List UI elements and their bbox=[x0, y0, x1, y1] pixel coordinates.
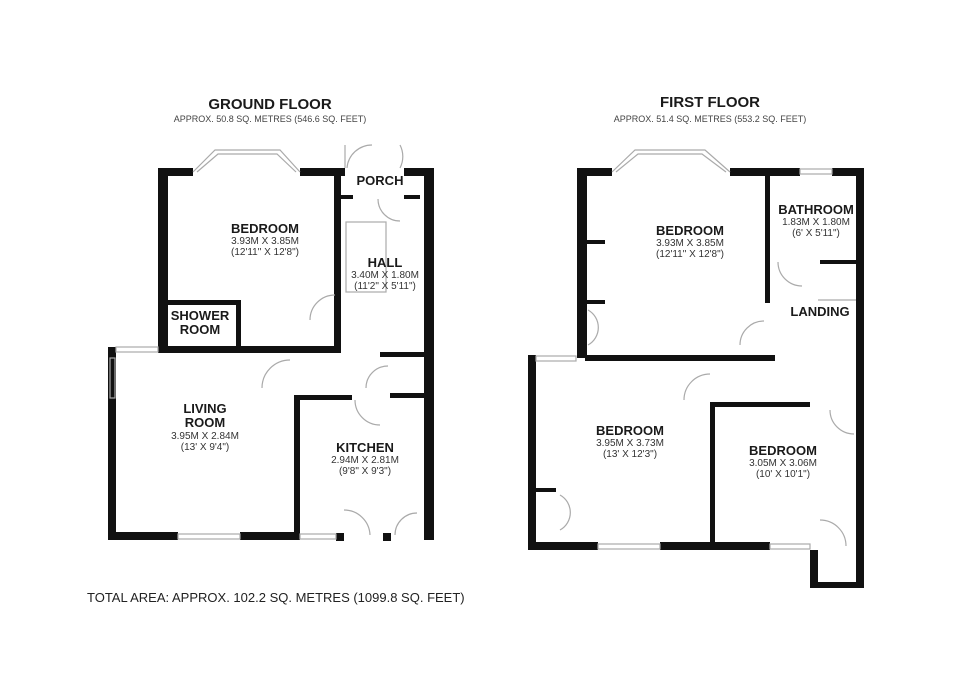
gf-living-room-label: LIVING ROOM 3.95M X 2.84M (13' X 9'4") bbox=[171, 401, 239, 453]
first-floor-area: APPROX. 51.4 SQ. METRES (553.2 SQ. FEET) bbox=[613, 114, 807, 124]
gf-porch-label: PORCH bbox=[356, 173, 404, 188]
ff-landing-label: LANDING bbox=[790, 304, 850, 319]
gf-bedroom-label: BEDROOM 3.93M X 3.85M (12'11" X 12'8") bbox=[231, 221, 299, 259]
ground-floor-title: GROUND FLOOR bbox=[208, 96, 332, 113]
ff-bedroom-1-label: BEDROOM 3.93M X 3.85M (12'11" X 12'8") bbox=[656, 223, 724, 261]
gf-kitchen-label: KITCHEN 2.94M X 2.81M (9'8" X 9'3") bbox=[331, 440, 399, 478]
ff-bedroom-2-label: BEDROOM 3.95M X 3.73M (13' X 12'3") bbox=[596, 423, 664, 461]
gf-hall-label: HALL 3.40M X 1.80M (11'2" X 5'11") bbox=[351, 255, 419, 293]
first-floor-title: FIRST FLOOR bbox=[660, 94, 760, 111]
ground-floor-windows-doors bbox=[109, 144, 418, 540]
gf-shower-room-label: SHOWER ROOM bbox=[170, 308, 230, 338]
first-floor-walls bbox=[528, 168, 864, 588]
ground-floor-walls bbox=[108, 168, 434, 541]
ff-bedroom-3-label: BEDROOM 3.05M X 3.06M (10' X 10'1") bbox=[749, 443, 817, 481]
total-area: TOTAL AREA: APPROX. 102.2 SQ. METRES (10… bbox=[87, 590, 465, 605]
ground-floor-area: APPROX. 50.8 SQ. METRES (546.6 SQ. FEET) bbox=[173, 114, 367, 124]
ff-bathroom-label: BATHROOM 1.83M X 1.80M (6' X 5'11") bbox=[778, 202, 854, 240]
first-floor-windows-doors bbox=[535, 149, 856, 550]
